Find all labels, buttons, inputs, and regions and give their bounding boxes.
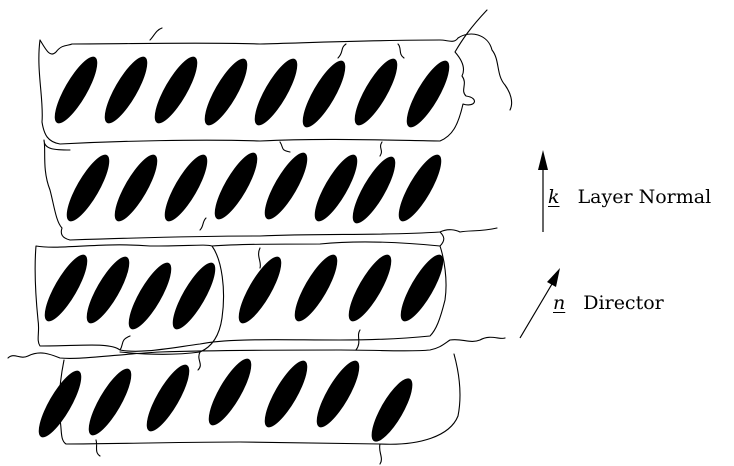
layer-normal-text: Layer Normal [578,186,712,208]
k-symbol: k [548,186,560,208]
layer-4-outline [8,337,505,464]
molecule [97,52,154,129]
molecule [165,258,222,335]
molecule [391,150,448,227]
molecule [295,56,352,133]
molecule [287,250,344,327]
molecules [31,52,456,447]
director-label: n Director [553,294,664,313]
molecule [257,356,314,433]
molecule [79,252,136,329]
molecule [31,366,88,443]
molecule [121,258,178,335]
molecule [37,250,94,327]
molecule [347,54,404,131]
molecule [399,56,456,133]
molecule [59,150,116,227]
layer-normal-label: k Layer Normal [548,188,711,207]
molecule [197,54,254,131]
molecule [247,54,304,131]
molecule [341,250,398,327]
molecule [393,250,450,327]
molecule [207,148,264,225]
molecule [201,354,258,431]
layer-normal-arrow [538,150,548,232]
molecule [309,356,366,433]
molecule [81,364,138,441]
molecule [47,52,104,129]
molecule [107,150,164,227]
molecule [139,360,196,437]
molecule [147,52,204,129]
n-symbol: n [553,292,565,314]
molecule [257,148,314,225]
molecule [157,150,214,227]
director-text: Director [583,292,663,314]
molecule [364,373,419,446]
